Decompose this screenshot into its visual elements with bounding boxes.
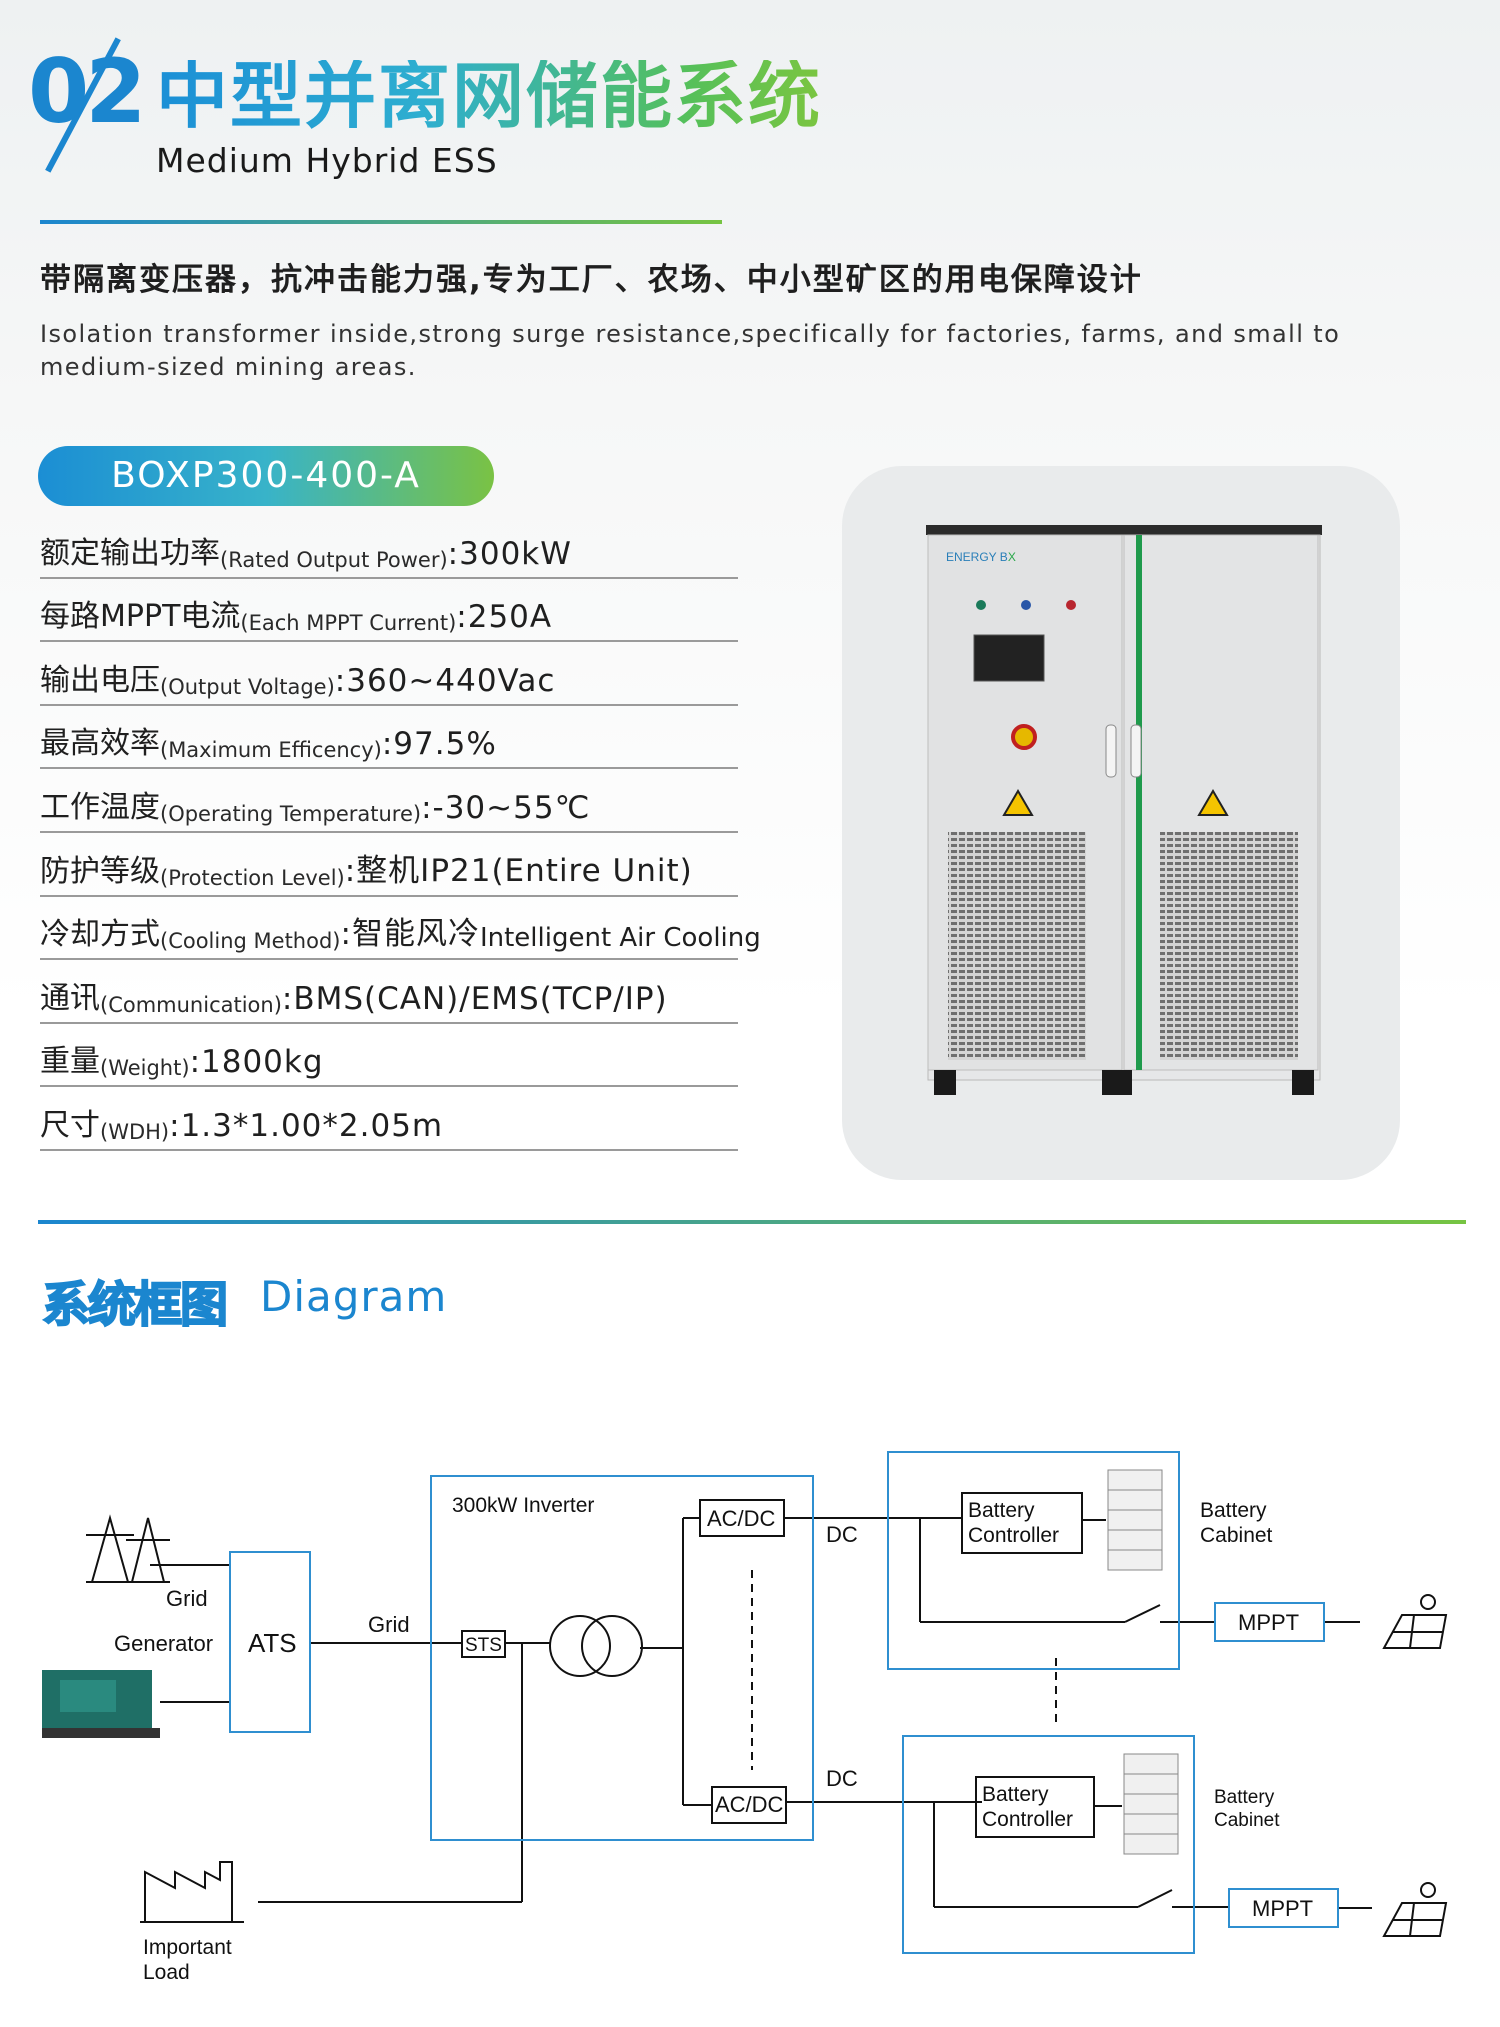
power-tower-icon (86, 1514, 170, 1583)
battery-cabinet-1-line1: Battery (1200, 1499, 1267, 1522)
spec-value: :1800kg (189, 1044, 324, 1081)
spec-label-en: (Protection Level) (160, 865, 345, 890)
spec-label-en: (Communication) (100, 992, 282, 1017)
spec-list: 额定输出功率(Rated Output Power):300kW 每路MPPT电… (40, 515, 761, 1151)
header-divider (40, 220, 722, 224)
spec-label-en: (Cooling Method) (160, 929, 341, 954)
spec-label-cn: 冷却方式 (40, 917, 160, 953)
dc-top-label: DC (826, 1522, 858, 1547)
spec-row: 最高效率(Maximum Efficency):97.5% (40, 706, 738, 770)
spec-row: 额定输出功率(Rated Output Power):300kW (40, 515, 738, 579)
spec-value: :250A (456, 599, 553, 636)
spec-value: :智能风冷 (340, 916, 480, 953)
spec-label-cn: 防护等级 (40, 853, 160, 889)
factory-icon (140, 1861, 244, 1923)
spec-value: :360~440Vac (334, 662, 556, 699)
generator-label: Generator (114, 1631, 213, 1656)
battery-controller-2-line1: Battery (982, 1783, 1049, 1806)
generator-icon (42, 1670, 160, 1738)
spec-row: 通讯(Communication):BMS(CAN)/EMS(TCP/IP) (40, 960, 738, 1024)
mppt-top-label: MPPT (1238, 1610, 1299, 1635)
battery-pack-icon (1123, 1753, 1179, 1855)
warning-triangle-icon (1197, 789, 1229, 816)
solar-panel-icon (1382, 1594, 1448, 1649)
section-number: 02 (28, 40, 146, 143)
model-badge: BOXP300-400-A (38, 446, 494, 506)
sts-label: STS (465, 1635, 502, 1656)
air-vent (1160, 832, 1298, 1060)
brand-logo: ENERGY BX (946, 550, 1016, 564)
ats-label: ATS (248, 1628, 297, 1658)
emergency-stop-icon (1011, 724, 1037, 750)
inverter-cabinet-image: ENERGY BX (926, 525, 1322, 1095)
spec-row: 输出电压(Output Voltage):360~440Vac (40, 642, 738, 706)
spec-label-en: (Output Voltage) (160, 674, 335, 699)
spec-value: :整机IP21(Entire Unit) (344, 852, 693, 889)
spec-label-cn: 最高效率 (40, 726, 160, 762)
spec-label-en: (WDH) (100, 1119, 170, 1144)
spec-row: 防护等级(Protection Level):整机IP21(Entire Uni… (40, 833, 738, 897)
spec-value: :300kW (447, 535, 572, 572)
spec-row: 每路MPPT电流(Each MPPT Current):250A (40, 579, 738, 643)
spec-value: :BMS(CAN)/EMS(TCP/IP) (281, 980, 668, 1017)
inverter-label: 300kW Inverter (452, 1494, 594, 1517)
power-indicator-icon (976, 600, 986, 610)
touch-screen (973, 634, 1045, 682)
solar-panel-icon (1382, 1882, 1448, 1937)
operation-indicator-icon (1021, 600, 1031, 610)
door-stripe (1136, 535, 1142, 1070)
spec-label-en: (Operating Temperature) (160, 801, 422, 826)
dc-bottom-label: DC (826, 1766, 858, 1791)
spec-row: 工作温度(Operating Temperature):-30~55℃ (40, 769, 738, 833)
spec-label-cn: 通讯 (40, 980, 100, 1016)
spec-label-cn: 尺寸 (40, 1107, 100, 1143)
spec-value-extra: Intelligent Air Cooling (479, 923, 761, 954)
diagram-frames (229, 1451, 1339, 1954)
air-vent (948, 832, 1086, 1060)
battery-cabinet-1-line2: Cabinet (1200, 1524, 1273, 1547)
spec-label-en: (Each MPPT Current) (240, 611, 457, 636)
section-divider (38, 1220, 1466, 1224)
battery-controller-2-line2: Controller (982, 1808, 1073, 1831)
acdc-top-label: AC/DC (707, 1506, 776, 1531)
grid-line-label: Grid (368, 1612, 410, 1637)
spec-row: 重量(Weight):1800kg (40, 1024, 738, 1088)
page-subtitle: Medium Hybrid ESS (156, 141, 498, 180)
battery-controller-1-line2: Controller (968, 1524, 1059, 1547)
description-cn: 带隔离变压器，抗冲击能力强,专为工厂、农场、中小型矿区的用电保障设计 (40, 262, 1143, 298)
spec-value: :97.5% (381, 726, 497, 763)
battery-pack-icon (1107, 1469, 1163, 1571)
battery-cabinet-2-line2: Cabinet (1214, 1810, 1280, 1831)
spec-label-cn: 工作温度 (40, 789, 160, 825)
spec-row: 尺寸(WDH):1.3*1.00*2.05m (40, 1087, 738, 1151)
spec-label-en: (Weight) (100, 1056, 190, 1081)
description-en: Isolation transformer inside,strong surg… (40, 320, 1341, 381)
spec-label-cn: 额定输出功率 (40, 535, 220, 571)
load-label-line2: Load (143, 1961, 190, 1984)
acdc-bottom-label: AC/DC (715, 1792, 784, 1817)
system-diagram: Grid Generator ATS Grid 300kW Inverter S… (42, 1451, 1448, 1984)
battery-controller-1-line1: Battery (968, 1499, 1035, 1522)
spec-label-cn: 每路MPPT电流 (40, 599, 241, 635)
fault-indicator-icon (1066, 600, 1076, 610)
spec-label-cn: 重量 (40, 1044, 100, 1080)
page-title: 中型并离网储能系统 (156, 54, 823, 138)
load-label-line1: Important (143, 1936, 232, 1959)
battery-cabinet-2-line1: Battery (1214, 1787, 1275, 1808)
mppt-bottom-label: MPPT (1252, 1896, 1313, 1921)
grid-label: Grid (166, 1586, 208, 1611)
spec-value: :1.3*1.00*2.05m (169, 1107, 444, 1144)
diagram-title-cn: 系统框图 (41, 1276, 229, 1334)
spec-label-cn: 输出电压 (40, 662, 160, 698)
warning-triangle-icon (1002, 789, 1034, 816)
spec-label-en: (Rated Output Power) (220, 547, 448, 572)
spec-label-en: (Maximum Efficency) (160, 738, 382, 763)
diagram-title-en: Diagram (260, 1272, 448, 1321)
spec-value: :-30~55℃ (421, 789, 591, 826)
